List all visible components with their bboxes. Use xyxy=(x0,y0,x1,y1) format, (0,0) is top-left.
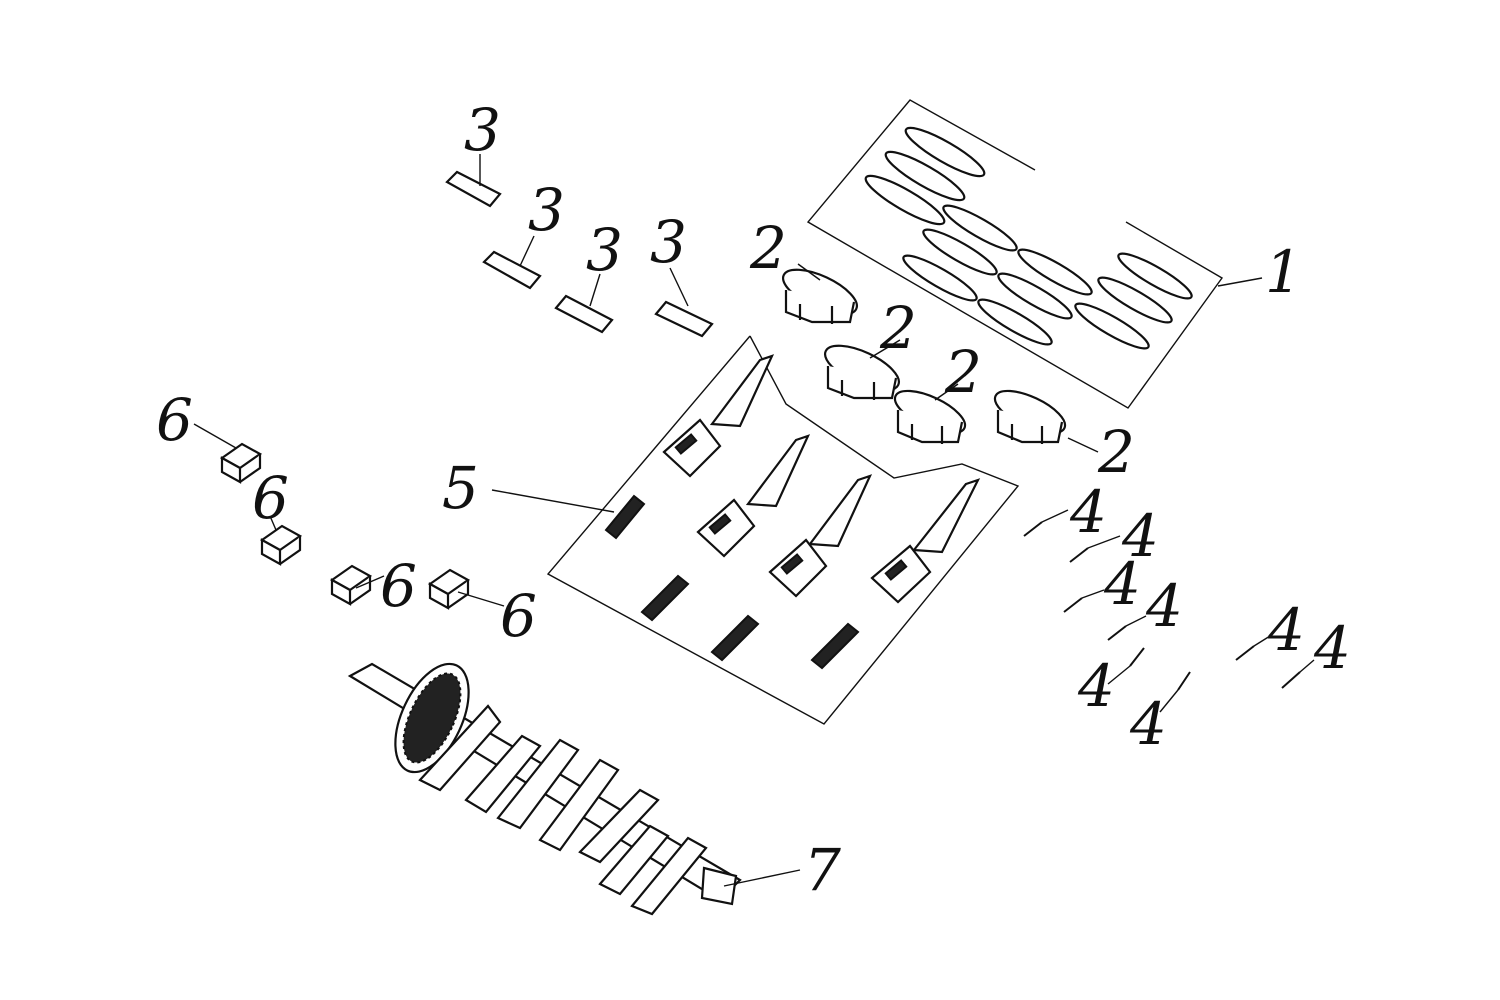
connecting-rod-2 xyxy=(696,434,811,558)
callout-6c: 6 xyxy=(380,552,417,620)
callout-7: 7 xyxy=(804,836,841,904)
connecting-rod-3 xyxy=(768,474,873,598)
piston-pin-1 xyxy=(445,170,502,208)
bearing-3 xyxy=(329,564,373,606)
connecting-rod-4 xyxy=(870,478,981,604)
callout-3a: 3 xyxy=(464,96,501,164)
callout-3b: 3 xyxy=(528,176,565,244)
piston-1 xyxy=(782,268,858,324)
rod-cap-2 xyxy=(640,574,690,622)
callout-6d: 6 xyxy=(500,582,537,650)
connecting-rod-1 xyxy=(662,354,775,478)
piston-ring-set xyxy=(806,99,1224,409)
piston-2 xyxy=(824,344,900,400)
rod-cap-1 xyxy=(604,494,646,540)
callout-4d: 4 xyxy=(1145,572,1183,640)
bearing-4 xyxy=(427,568,471,610)
callout-3d: 3 xyxy=(650,208,687,276)
piston-pin-4 xyxy=(654,300,714,338)
callout-4h: 4 xyxy=(1313,614,1351,682)
callout-3c: 3 xyxy=(586,216,623,284)
connecting-rod-set xyxy=(546,335,1020,725)
callout-2a: 2 xyxy=(749,214,787,282)
callout-4e: 4 xyxy=(1077,652,1115,720)
callout-1: 1 xyxy=(1265,238,1302,306)
piston-3 xyxy=(893,389,967,444)
callout-4f: 4 xyxy=(1129,690,1167,758)
callout-2b: 2 xyxy=(879,294,917,362)
bearing-1 xyxy=(219,442,263,484)
callout-5: 5 xyxy=(442,454,479,522)
rod-bolts xyxy=(1023,521,1301,691)
rod-cap-4 xyxy=(810,622,860,670)
callout-6a: 6 xyxy=(156,386,193,454)
piston-pin-3 xyxy=(554,294,614,334)
crankshaft xyxy=(347,662,742,916)
callout-4b: 4 xyxy=(1121,502,1159,570)
callout-4a: 4 xyxy=(1069,478,1107,546)
callout-2c: 2 xyxy=(944,338,982,406)
rod-cap-3 xyxy=(710,614,760,662)
bearing-2 xyxy=(259,524,303,566)
piston-pin-2 xyxy=(482,250,542,290)
callout-6b: 6 xyxy=(252,464,289,532)
callout-2d: 2 xyxy=(1097,418,1135,486)
callout-4g: 4 xyxy=(1267,596,1305,664)
callout-4c: 4 xyxy=(1103,550,1141,618)
piston-4 xyxy=(993,389,1067,444)
